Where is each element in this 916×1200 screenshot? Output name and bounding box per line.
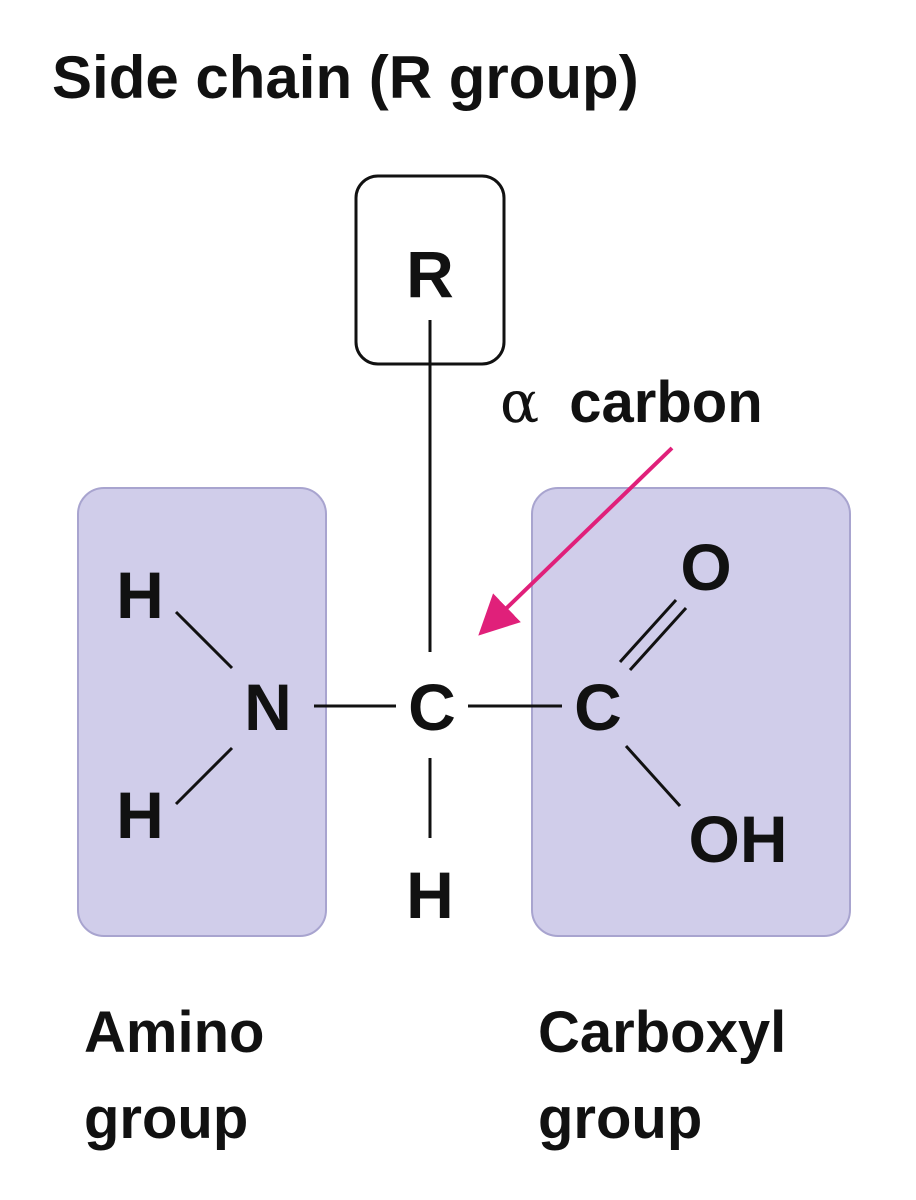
alpha-carbon-label: α carbon [500, 368, 763, 436]
carboxyl-group-label-line1: Carboxyl [538, 1000, 786, 1065]
alpha-symbol: α [500, 368, 539, 436]
atom-n: N [244, 670, 292, 744]
bond-c-o-double-b [628, 606, 688, 672]
amino-group-label-line1: Amino [84, 1000, 264, 1065]
bond-c-o-double-a [618, 598, 678, 664]
alpha-carbon-arrow [478, 446, 674, 636]
atom-o-double: O [680, 530, 731, 604]
amino-group-box [77, 487, 327, 937]
diagram-title: Side chain (R group) [52, 44, 639, 111]
amino-group-label-line2: group [84, 1086, 248, 1151]
atom-h-amino-bottom: H [116, 778, 164, 852]
atom-oh: OH [689, 802, 788, 876]
alpha-carbon-text: carbon [569, 370, 762, 435]
atom-h-amino-top: H [116, 558, 164, 632]
atom-c-alpha: C [408, 670, 456, 744]
atom-h-alpha: H [406, 858, 454, 932]
atom-c-carboxyl: C [574, 670, 622, 744]
bond-c-oh [624, 744, 682, 808]
carboxyl-group-box [531, 487, 851, 937]
atom-r: R [406, 237, 454, 311]
bond-h-n-top [174, 610, 234, 670]
carboxyl-group-label-line2: group [538, 1086, 702, 1151]
bond-h-n-bottom [174, 746, 234, 806]
